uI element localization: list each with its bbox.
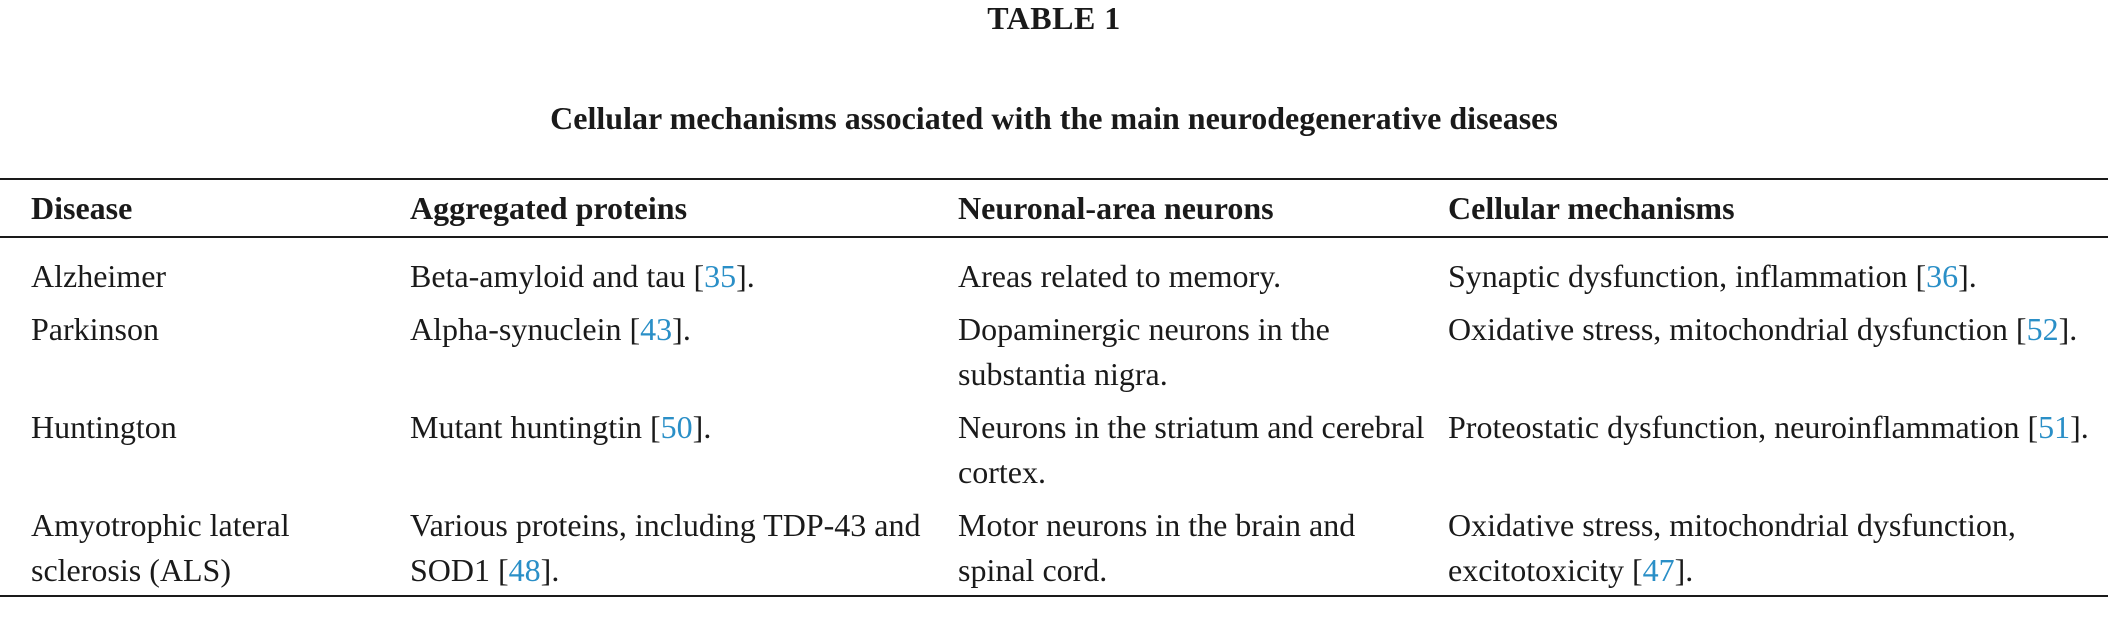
reference-link[interactable]: 50 (660, 409, 693, 445)
table-row: Alzheimer Beta-amyloid and tau [35]. Are… (0, 250, 2108, 303)
reference-link[interactable]: 52 (2026, 311, 2059, 347)
reference-link[interactable]: 48 (508, 552, 541, 588)
reference-link[interactable]: 51 (2038, 409, 2071, 445)
reference-link[interactable]: 43 (640, 311, 673, 347)
cell-proteins: Alpha-synuclein [43]. (410, 311, 691, 347)
cell-disease: Amyotrophic lateral sclerosis (ALS) (31, 507, 290, 588)
table-row: Amyotrophic lateral sclerosis (ALS) Vari… (0, 499, 2108, 596)
disease-mechanisms-table: Disease Aggregated proteins Neuronal-are… (0, 178, 2108, 597)
table-header-row: Disease Aggregated proteins Neuronal-are… (0, 179, 2108, 237)
header-aggregated-proteins: Aggregated proteins (410, 189, 688, 226)
cell-mechanisms: Synaptic dysfunction, inflammation [36]. (1448, 258, 1977, 294)
reference-link[interactable]: 36 (1926, 258, 1959, 294)
cell-disease: Alzheimer (31, 258, 167, 294)
cell-proteins: Beta-amyloid and tau [35]. (410, 258, 755, 294)
reference-link[interactable]: 47 (1642, 552, 1675, 588)
header-neuronal-area: Neuronal-area neurons (958, 189, 1274, 226)
table-caption: Cellular mechanisms associated with the … (550, 100, 1558, 136)
cell-proteins: Mutant huntingtin [50]. (410, 409, 712, 445)
cell-mechanisms: Oxidative stress, mitochondrial dysfunct… (1448, 311, 2078, 347)
table-container: Disease Aggregated proteins Neuronal-are… (0, 178, 2108, 597)
cell-proteins: Various proteins, including TDP-43 and S… (410, 507, 921, 588)
header-cellular-mechanisms: Cellular mechanisms (1448, 189, 1735, 226)
cell-disease: Huntington (31, 409, 177, 445)
cell-mechanisms: Oxidative stress, mitochondrial dysfunct… (1448, 507, 2016, 588)
cell-area: Neurons in the striatum and cerebral cor… (958, 409, 1425, 490)
cell-area: Areas related to memory. (958, 258, 1282, 294)
cell-mechanisms: Proteostatic dysfunction, neuroinflammat… (1448, 409, 2089, 445)
reference-link[interactable]: 35 (704, 258, 737, 294)
table-row: Huntington Mutant huntingtin [50]. Neuro… (0, 401, 2108, 499)
table-row: Parkinson Alpha-synuclein [43]. Dopamine… (0, 303, 2108, 401)
cell-area: Motor neurons in the brain and spinal co… (958, 507, 1356, 588)
header-disease: Disease (31, 189, 133, 226)
cell-disease: Parkinson (31, 311, 159, 347)
cell-area: Dopaminergic neurons in the substantia n… (958, 311, 1330, 392)
table-label: TABLE 1 (987, 0, 1121, 36)
